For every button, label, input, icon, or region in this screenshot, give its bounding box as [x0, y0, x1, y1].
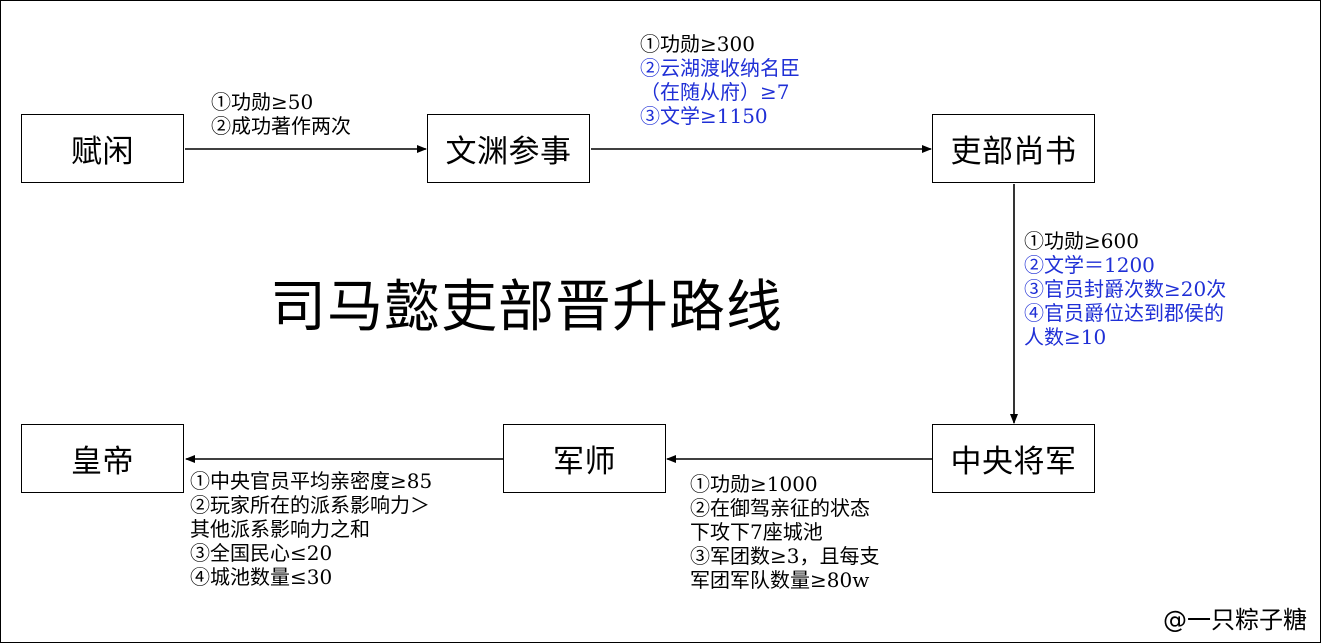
condition-line: ②成功著作两次	[211, 114, 351, 138]
condition-line: ③文学≥1150	[640, 104, 768, 128]
condition-line: ①功勋≥1000	[690, 472, 818, 496]
condition-line: ①功勋≥600	[1024, 229, 1139, 253]
node-label: 中央将军	[950, 444, 1077, 480]
node-fuxian: 赋闲	[21, 114, 184, 183]
condition-line: ③官员封爵次数≥20次	[1024, 277, 1227, 301]
condition-line: ④城池数量≤30	[190, 565, 333, 589]
condition-line: ①功勋≥50	[211, 90, 314, 114]
condition-line: 其他派系影响力之和	[190, 517, 370, 541]
condition-line: ②玩家所在的派系影响力＞	[190, 493, 430, 517]
condition-line: ②在御驾亲征的状态	[690, 496, 870, 520]
condition-line: ②文学＝1200	[1024, 253, 1155, 277]
condition-line: ④官员爵位达到郡侯的	[1024, 301, 1224, 325]
diagram-title: 司马懿吏部晋升路线	[270, 275, 783, 340]
node-label: 军师	[553, 444, 616, 480]
condition-line: 军团军队数量≥80w	[690, 568, 870, 592]
node-label: 赋闲	[71, 134, 134, 170]
condition-line: ②云湖渡收纳名臣	[640, 56, 800, 80]
condition-line: ③军团数≥3，且每支	[690, 544, 880, 568]
condition-line: ③全国民心≤20	[190, 541, 333, 565]
condition-line: 人数≥10	[1024, 325, 1107, 349]
condition-line: ①中央官员平均亲密度≥85	[190, 469, 433, 493]
node-label: 皇帝	[71, 444, 134, 480]
author-watermark: @一只粽子糖	[1163, 606, 1307, 634]
node-wenyuan-canshi: 文渊参事	[427, 114, 590, 183]
node-label: 吏部尚书	[950, 134, 1077, 170]
condition-line: （在随从府）≥7	[640, 80, 790, 104]
node-junshi: 军师	[503, 424, 666, 493]
condition-line: ①功勋≥300	[640, 32, 755, 56]
node-label: 文渊参事	[445, 134, 572, 170]
condition-line: 下攻下7座城池	[690, 520, 823, 544]
node-zhongyang-jiangjun: 中央将军	[932, 424, 1095, 493]
node-huangdi: 皇帝	[21, 424, 184, 493]
node-libu-shangshu: 吏部尚书	[932, 114, 1095, 183]
